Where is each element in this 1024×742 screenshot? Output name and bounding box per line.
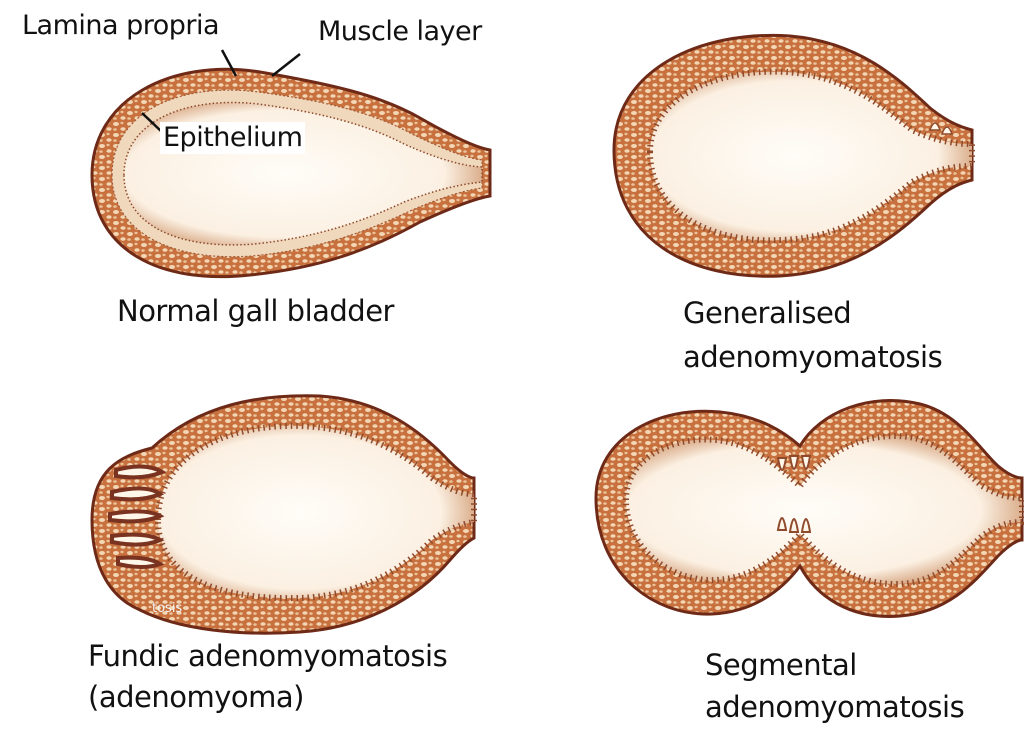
leader-line [141,112,163,133]
normal-gallbladder [90,49,492,279]
leader-line [220,49,238,77]
segmental-lumen [622,432,1024,588]
segmental-gallbladder [594,399,1024,618]
fundic-lumen [154,422,477,602]
segmental-crypts [776,455,812,533]
fundic-gallbladder: tosis [90,394,477,635]
label-muscle-layer: Muscle layer [318,16,482,47]
caption-segmental-line2: adenomyomatosis [705,690,965,724]
generalised-lumen [646,68,975,244]
caption-generalised-line2: adenomyomatosis [683,340,943,374]
caption-segmental-line1: Segmental [705,648,857,682]
caption-fundic-line2: (adenomyoma) [88,680,304,714]
caption-normal: Normal gall bladder [117,294,394,328]
label-epithelium: Epithelium [160,122,306,154]
label-lamina-propria: Lamina propria [22,10,220,41]
caption-fundic-line1: Fundic adenomyomatosis [88,639,448,673]
watermark-text: tosis [152,601,182,616]
fundic-crypts [108,464,167,569]
generalised-gallbladder [612,33,975,278]
leader-line [271,53,301,77]
caption-generalised-line1: Generalised [683,296,852,330]
